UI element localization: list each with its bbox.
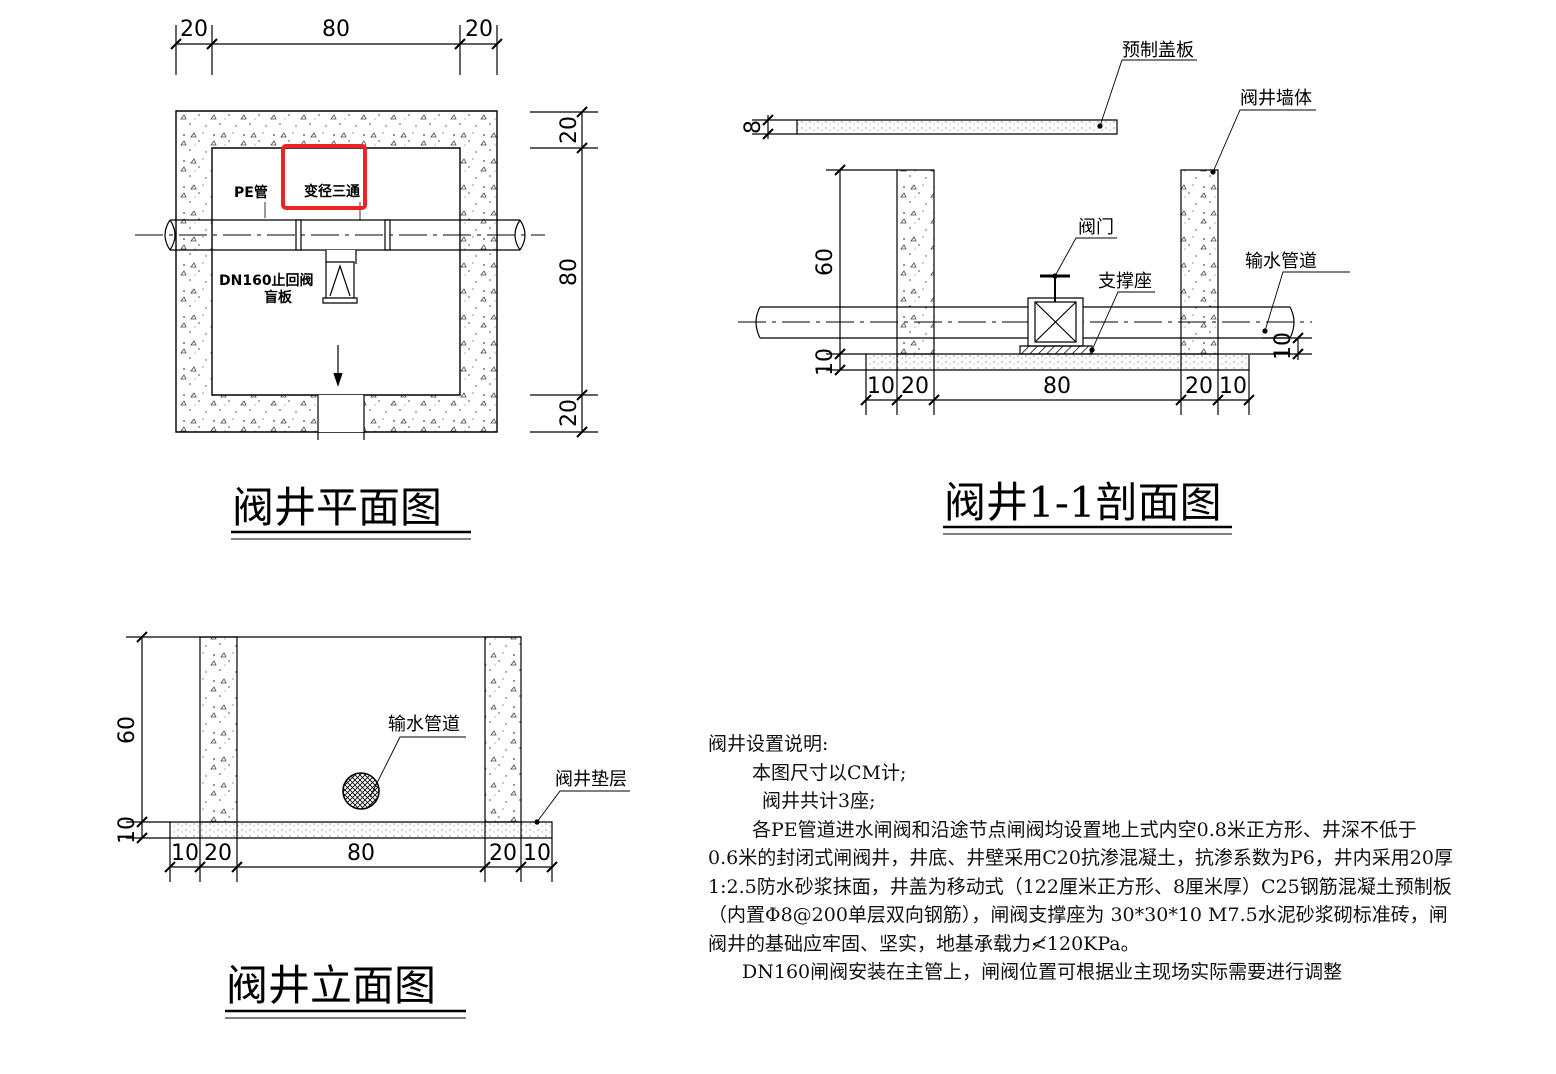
plan-walls xyxy=(176,111,497,432)
plan-top-dimension xyxy=(171,25,502,75)
section-valve xyxy=(1028,276,1083,346)
plan-view xyxy=(135,25,598,440)
section-dim-bottom-1: 10 xyxy=(867,374,895,399)
section-support xyxy=(1020,346,1092,354)
notes-line: 各PE管道进水闸阀和沿途节点闸阀均设置地上式内空0.8米正方形、井深不低于 xyxy=(752,818,1417,841)
elevation-view xyxy=(126,632,630,882)
plan-dim-top-right: 20 xyxy=(465,17,493,42)
notes-line: 阀井的基础应牢固、坚实，地基承载力≮120KPa。 xyxy=(708,932,1140,955)
plan-pipe xyxy=(135,202,545,303)
elevation-title: 阀井立面图 xyxy=(226,961,436,1010)
section-label-support: 支撑座 xyxy=(1098,271,1152,292)
elevation-base xyxy=(170,822,552,838)
section-label-wall: 阀井墙体 xyxy=(1240,88,1312,109)
section-dim-bottom-4: 20 xyxy=(1185,374,1213,399)
elevation-label-pipe: 输水管道 xyxy=(388,714,460,735)
elevation-pipe-section xyxy=(343,773,379,809)
elevation-dim-bottom-5: 10 xyxy=(523,841,551,866)
plan-label-tee: 变径三通 xyxy=(304,183,360,200)
elevation-dim-bottom-3: 80 xyxy=(347,841,375,866)
section-dim-left-bottom: 10 xyxy=(813,348,838,376)
plan-label-valve-2: 盲板 xyxy=(264,289,293,306)
elevation-dim-bottom-2: 20 xyxy=(204,841,232,866)
elevation-wall-left xyxy=(200,637,237,822)
notes-line: 0.6米的封闭式闸阀井，井底、井壁采用C20抗渗混凝土，抗渗系数为P6，井内采用… xyxy=(708,847,1453,869)
section-wall-left xyxy=(897,170,934,354)
elevation-wall-right xyxy=(485,637,521,822)
section-label-valve: 阀门 xyxy=(1078,217,1114,238)
section-view xyxy=(738,60,1350,415)
notes-line: DN160闸阀安装在主管上，闸阀位置可根据业主现场实际需要进行调整 xyxy=(742,961,1343,983)
section-dim-left-top: 60 xyxy=(813,248,838,276)
section-title: 阀井1-1剖面图 xyxy=(944,478,1222,527)
section-dim-cover: 8 xyxy=(741,120,766,134)
plan-dim-right-middle: 80 xyxy=(557,258,582,286)
section-label-pipe: 输水管道 xyxy=(1245,251,1317,272)
section-cover-slab xyxy=(797,120,1117,134)
notes-line: 1:2.5防水砂浆抹面，井盖为移动式（122厘米正方形、8厘米厚）C25钢筋混凝… xyxy=(708,875,1452,898)
plan-label-pe-pipe: PE管 xyxy=(234,184,268,201)
notes-line: 阀井共计3座; xyxy=(762,790,876,812)
section-dim-bottom-3: 80 xyxy=(1043,374,1071,399)
highlight-box xyxy=(283,146,365,208)
section-dim-bottom-5: 10 xyxy=(1219,374,1247,399)
notes-line: 本图尺寸以CM计; xyxy=(752,761,907,784)
design-notes: 阀井设置说明: 本图尺寸以CM计; 阀井共计3座; 各PE管道进水闸阀和沿途节点… xyxy=(708,730,1553,987)
plan-dim-top-middle: 80 xyxy=(322,17,350,42)
notes-heading: 阀井设置说明: xyxy=(708,733,829,755)
plan-label-valve-1: DN160止回阀 xyxy=(219,272,314,289)
section-label-cover: 预制盖板 xyxy=(1122,40,1194,61)
plan-dim-right-bottom: 20 xyxy=(557,399,582,427)
section-dim-right: 10 xyxy=(1271,332,1296,360)
section-dim-bottom-2: 20 xyxy=(901,374,929,399)
plan-dim-right-top: 20 xyxy=(557,116,582,144)
elevation-dim-bottom-4: 20 xyxy=(489,841,517,866)
elevation-dim-bottom-1: 10 xyxy=(171,841,199,866)
plan-title: 阀井平面图 xyxy=(232,483,442,532)
section-wall-right xyxy=(1181,170,1218,354)
plan-right-dimension xyxy=(530,107,598,437)
plan-dim-top-left: 20 xyxy=(180,17,208,42)
elevation-label-base: 阀井垫层 xyxy=(555,769,627,790)
elevation-dim-left-bottom: 10 xyxy=(115,816,140,844)
section-base xyxy=(866,354,1249,370)
elevation-dim-left-top: 60 xyxy=(115,716,140,744)
notes-line: （内置Φ8@200单层双向钢筋），闸阀支撑座为 30*30*10 M7.5水泥砂… xyxy=(708,904,1448,926)
